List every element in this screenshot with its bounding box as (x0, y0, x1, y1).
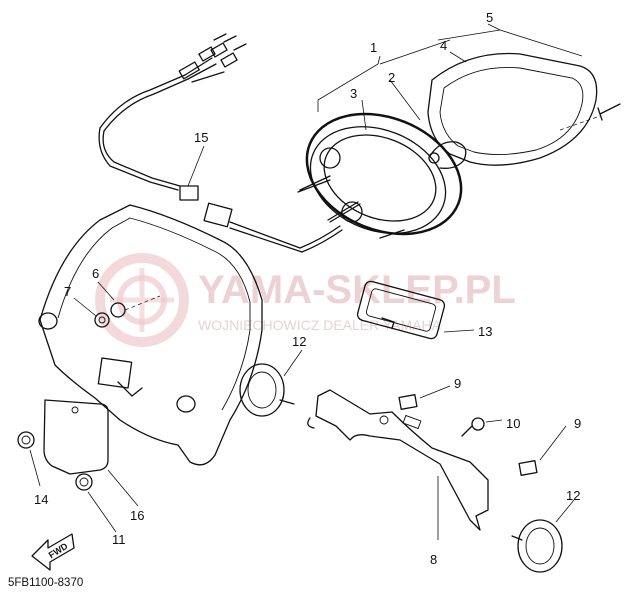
watermark-brand: YAMA-SKLEP.PL (198, 268, 516, 312)
screw-10 (461, 417, 485, 437)
callout-9-upper: 9 (454, 376, 461, 391)
callout-7: 7 (64, 284, 71, 299)
wire-harness (98, 33, 247, 191)
washer-nut-6-7 (94, 295, 161, 328)
taillight-housing (38, 204, 263, 466)
reflector-12-right (511, 519, 563, 573)
bracket-16 (17, 399, 109, 491)
callout-9-lower: 9 (574, 416, 581, 431)
gasket-13 (356, 280, 446, 340)
callout-15: 15 (194, 130, 208, 145)
diagram-code: 5FB1100-8370 (8, 577, 83, 589)
callout-10: 10 (506, 416, 520, 431)
fwd-arrow: FWD (31, 533, 75, 571)
plate-9-lower (518, 460, 538, 476)
watermark-subtitle: WOJNIECHOWICZ DEALER YAMAHA (198, 317, 442, 333)
callout-11: 11 (112, 532, 126, 547)
callout-13: 13 (478, 324, 492, 339)
callout-16: 16 (130, 508, 144, 523)
plate-9-upper (398, 394, 418, 410)
callout-6: 6 (92, 266, 99, 281)
callout-8: 8 (430, 552, 437, 567)
reflector-12-left (239, 363, 295, 417)
watermark-logo (95, 253, 189, 347)
callout-14: 14 (34, 492, 48, 507)
lens-4 (427, 52, 621, 166)
callout-12-left: 12 (292, 334, 306, 349)
callout-3: 3 (350, 86, 357, 101)
callout-leaders (29, 23, 583, 540)
rear-light-unit (297, 112, 467, 239)
callout-5: 5 (486, 10, 493, 25)
connector-15 (179, 185, 343, 253)
callout-12-right: 12 (566, 488, 580, 503)
bracket-8 (307, 389, 489, 531)
callout-2: 2 (388, 70, 395, 85)
callout-4: 4 (440, 38, 447, 53)
callout-1: 1 (370, 40, 377, 55)
